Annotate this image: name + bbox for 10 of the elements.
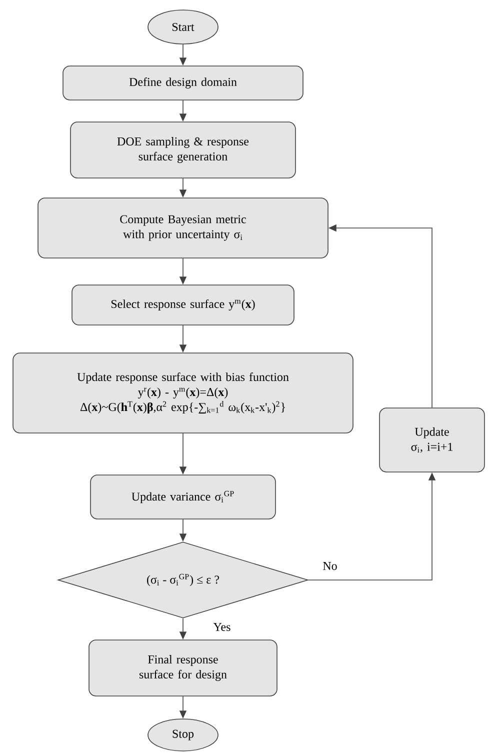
- process-box: Update σ$_{i}$, i=i+1: [379, 408, 485, 472]
- edge-label: Yes: [212, 622, 232, 632]
- process-box: Define design domain: [62, 66, 304, 100]
- process-box: Compute Bayesian metric with prior uncertainty σ$_{i}$: [38, 198, 328, 258]
- process-box: Select response surface y$^{m}$(x): [72, 284, 294, 326]
- edge-label: No: [322, 561, 338, 571]
- process-box: DOE sampling & response surface generation: [70, 122, 296, 178]
- process-box: Update variance σ$_{i}$GP: [90, 474, 276, 520]
- process-box: Update response surface with bias function y$^{r}$(x) - y$^{m}$(x)=Δ(x) Δ(x)~G(h$^{T}$(x)β,α$^{2}$ exp{-∑$_{k=1}$$^{d}$ ω$_{k}$(x$_{k}$-x'$_{k}$)$^{2}$}: [12, 352, 354, 434]
- process-box: Final response surface for design: [88, 640, 278, 696]
